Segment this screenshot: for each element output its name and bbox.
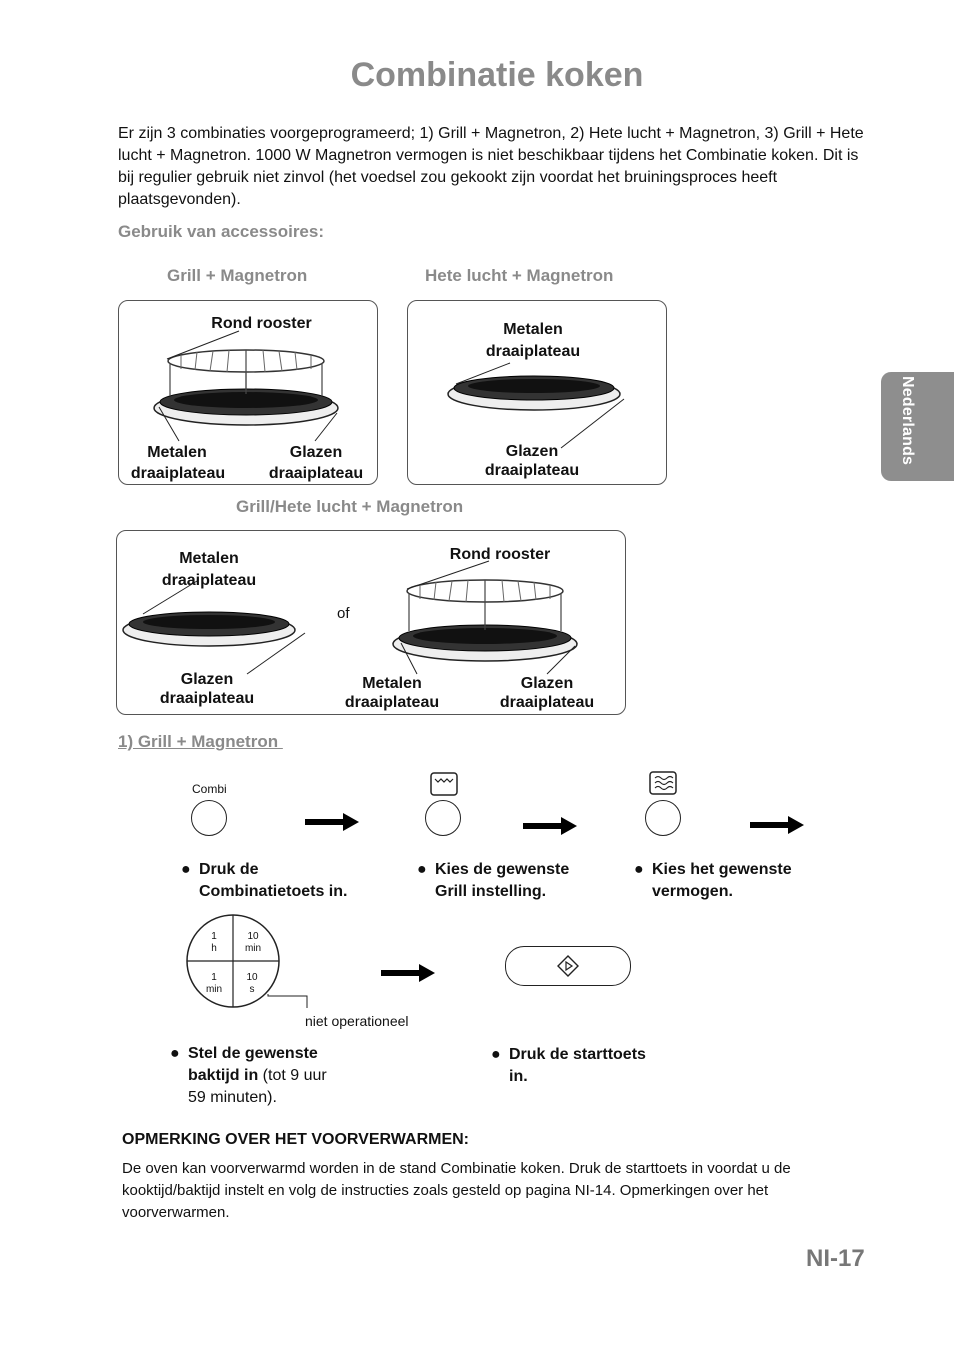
box1-heading: Grill + Magnetron <box>167 266 308 285</box>
bullet: ● <box>170 1045 180 1062</box>
box2-heading: Hete lucht + Magnetron <box>425 266 614 285</box>
step-5-text: ● Druk de starttoets in. <box>491 1044 646 1088</box>
glazen-label-2: draaiplateau <box>159 690 255 707</box>
page-title: Combinatie koken <box>350 56 644 94</box>
step-4-bold: baktijd in <box>188 1067 259 1084</box>
step-1-line-2: Combinatietoets in. <box>199 883 348 900</box>
box-grill-hete-lucht-magnetron: Metalen draaiplateau Glazen draaiplateau… <box>116 530 626 715</box>
section-grill-magnetron-heading: 1) Grill + Magnetron <box>118 732 283 751</box>
step-1-line-1: Druk de <box>199 861 259 878</box>
metalen-label-1: Metalen <box>179 550 239 567</box>
glazen-label-1: Glazen <box>289 444 343 461</box>
turntable-illustration <box>447 362 625 449</box>
dial-10s-value: 10 <box>246 972 258 983</box>
start-icon <box>557 955 579 977</box>
dial-10s-unit: s <box>249 984 255 995</box>
metalen-label-1: Metalen <box>503 321 563 338</box>
bullet: ● <box>491 1046 501 1063</box>
step-5-line-2: in. <box>509 1068 528 1085</box>
metalen-label-2: draaiplateau <box>130 465 226 482</box>
step-2-line-2: Grill instelling. <box>435 883 547 900</box>
combi-label: Combi <box>192 782 227 796</box>
metalen-label-4: draaiplateau <box>344 694 440 711</box>
step-2-text: ● Kies de gewenste Grill instelling. <box>417 859 569 903</box>
dial-1h-value: 1 <box>211 931 217 942</box>
bullet: ● <box>181 861 191 878</box>
rack-turntable-illustration <box>153 330 339 442</box>
language-tab-label: Nederlands <box>899 376 916 466</box>
microwave-power-icon <box>649 771 677 795</box>
metalen-label-3: Metalen <box>362 675 422 692</box>
step-4-rest: (tot 9 uur <box>258 1067 327 1084</box>
step-4-line-1: Stel de gewenste <box>188 1045 318 1062</box>
step-4-text: ● Stel de gewenste baktijd in (tot 9 uur… <box>170 1043 327 1109</box>
rond-rooster-label: Rond rooster <box>449 546 551 563</box>
step-2-line-1: Kies de gewenste <box>435 861 570 878</box>
grill-icon <box>430 772 458 796</box>
note-heading: OPMERKING OVER HET VOORVERWARMEN: <box>122 1131 469 1148</box>
metalen-label-2: draaiplateau <box>161 572 257 589</box>
two-option-illustration <box>122 560 578 675</box>
glazen-label-2: draaiplateau <box>484 462 580 479</box>
box-hete-lucht-magnetron: Metalen draaiplateau Glazen draaiplateau <box>407 300 667 485</box>
bullet: ● <box>634 861 644 878</box>
combi-button[interactable] <box>191 800 227 836</box>
page-number: NI-17 <box>806 1245 865 1272</box>
arrow-right-icon <box>381 964 435 982</box>
dial-1h-unit: h <box>211 943 217 954</box>
bullet: ● <box>417 861 427 878</box>
dial-10min-value: 10 <box>247 931 259 942</box>
step-3-line-1: Kies het gewenste <box>652 861 792 878</box>
box3-heading: Grill/Hete lucht + Magnetron <box>236 497 464 516</box>
glazen-label-1: Glazen <box>180 671 234 688</box>
arrow-right-icon <box>523 817 577 835</box>
glazen-label-1: Glazen <box>505 443 559 460</box>
dial-1min-unit: min <box>205 984 223 995</box>
step-4-line-3: 59 minuten). <box>188 1089 277 1106</box>
step-3-text: ● Kies het gewenste vermogen. <box>634 859 792 903</box>
arrow-right-icon <box>305 813 359 831</box>
of-label: of <box>337 605 350 622</box>
start-button[interactable] <box>505 946 631 986</box>
dial-1min-value: 1 <box>211 972 217 983</box>
box-grill-magnetron: Rond rooster Metalen draaiplateau Glazen… <box>118 300 378 485</box>
metalen-label-1: Metalen <box>147 444 207 461</box>
glazen-label-4: draaiplateau <box>499 694 595 711</box>
metalen-label-2: draaiplateau <box>485 343 581 360</box>
step-3-line-2: vermogen. <box>652 883 733 900</box>
glazen-label-3: Glazen <box>520 675 574 692</box>
power-button[interactable] <box>645 800 681 836</box>
accessories-heading: Gebruik van accessoires: <box>118 222 325 241</box>
glazen-label-2: draaiplateau <box>268 465 364 482</box>
step-5-line-1: Druk de starttoets <box>509 1046 646 1063</box>
niet-operationeel-label: niet operationeel <box>305 1013 409 1029</box>
dial-10min-unit: min <box>244 943 262 954</box>
intro-paragraph: Er zijn 3 combinaties voorgeprogrameerd;… <box>118 125 864 208</box>
step-1-text: ● Druk de Combinatietoets in. <box>181 859 347 903</box>
arrow-right-icon <box>750 816 804 834</box>
note-text: De oven kan voorverwarmd worden in de st… <box>122 1160 791 1221</box>
language-tab[interactable]: Nederlands <box>881 372 954 481</box>
rond-rooster-label: Rond rooster <box>211 315 312 332</box>
time-dial[interactable] <box>186 914 326 1024</box>
grill-button[interactable] <box>425 800 461 836</box>
